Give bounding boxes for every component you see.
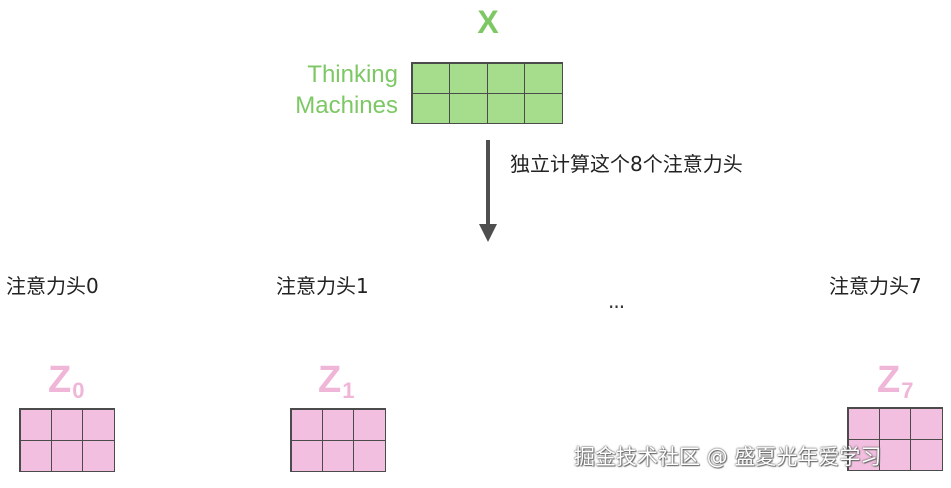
- input-embedding-matrix: [411, 62, 563, 124]
- output-matrix-0: [19, 408, 115, 472]
- matrix-cell: [321, 439, 355, 472]
- matrix-cell: [50, 408, 84, 441]
- matrix-cell: [486, 62, 525, 94]
- matrix-cell: [411, 62, 450, 94]
- head-label-7: 注意力头7: [829, 274, 922, 298]
- matrix-cell: [353, 408, 386, 441]
- matrix-cell: [878, 407, 912, 440]
- input-word-machines: Machines: [295, 92, 398, 119]
- matrix-cell: [910, 438, 943, 471]
- matrix-cell: [878, 438, 912, 471]
- ellipsis: ...: [608, 289, 625, 313]
- matrix-cell: [353, 439, 386, 472]
- z-label-1: Z1: [318, 359, 355, 403]
- matrix-cell: [82, 439, 115, 472]
- matrix-cell: [486, 92, 525, 124]
- matrix-cell: [449, 62, 488, 94]
- down-arrow-icon: [479, 140, 497, 242]
- matrix-cell: [321, 408, 355, 441]
- z-label-0: Z0: [48, 359, 85, 403]
- input-x-label: X: [477, 4, 499, 40]
- matrix-cell: [910, 407, 943, 440]
- matrix-cell: [19, 408, 52, 441]
- input-words: Thinking Machines: [198, 59, 398, 121]
- watermark: 掘金技术社区 @ 盛夏光年爱学习: [574, 445, 882, 469]
- matrix-cell: [524, 62, 563, 94]
- matrix-cell: [19, 439, 52, 472]
- matrix-cell: [82, 408, 115, 441]
- matrix-cell: [524, 92, 563, 124]
- output-matrix-1: [290, 408, 386, 472]
- matrix-cell: [50, 439, 84, 472]
- z-label-7: Z7: [877, 359, 914, 403]
- head-label-0: 注意力头0: [6, 274, 99, 298]
- input-word-thinking: Thinking: [307, 61, 398, 88]
- matrix-cell: [290, 439, 323, 472]
- output-matrix-7: [847, 407, 943, 471]
- matrix-cell: [449, 92, 488, 124]
- arrow-caption: 独立计算这个8个注意力头: [510, 152, 743, 176]
- matrix-cell: [290, 408, 323, 441]
- head-label-1: 注意力头1: [276, 274, 369, 298]
- matrix-cell: [411, 92, 450, 124]
- matrix-cell: [847, 407, 880, 440]
